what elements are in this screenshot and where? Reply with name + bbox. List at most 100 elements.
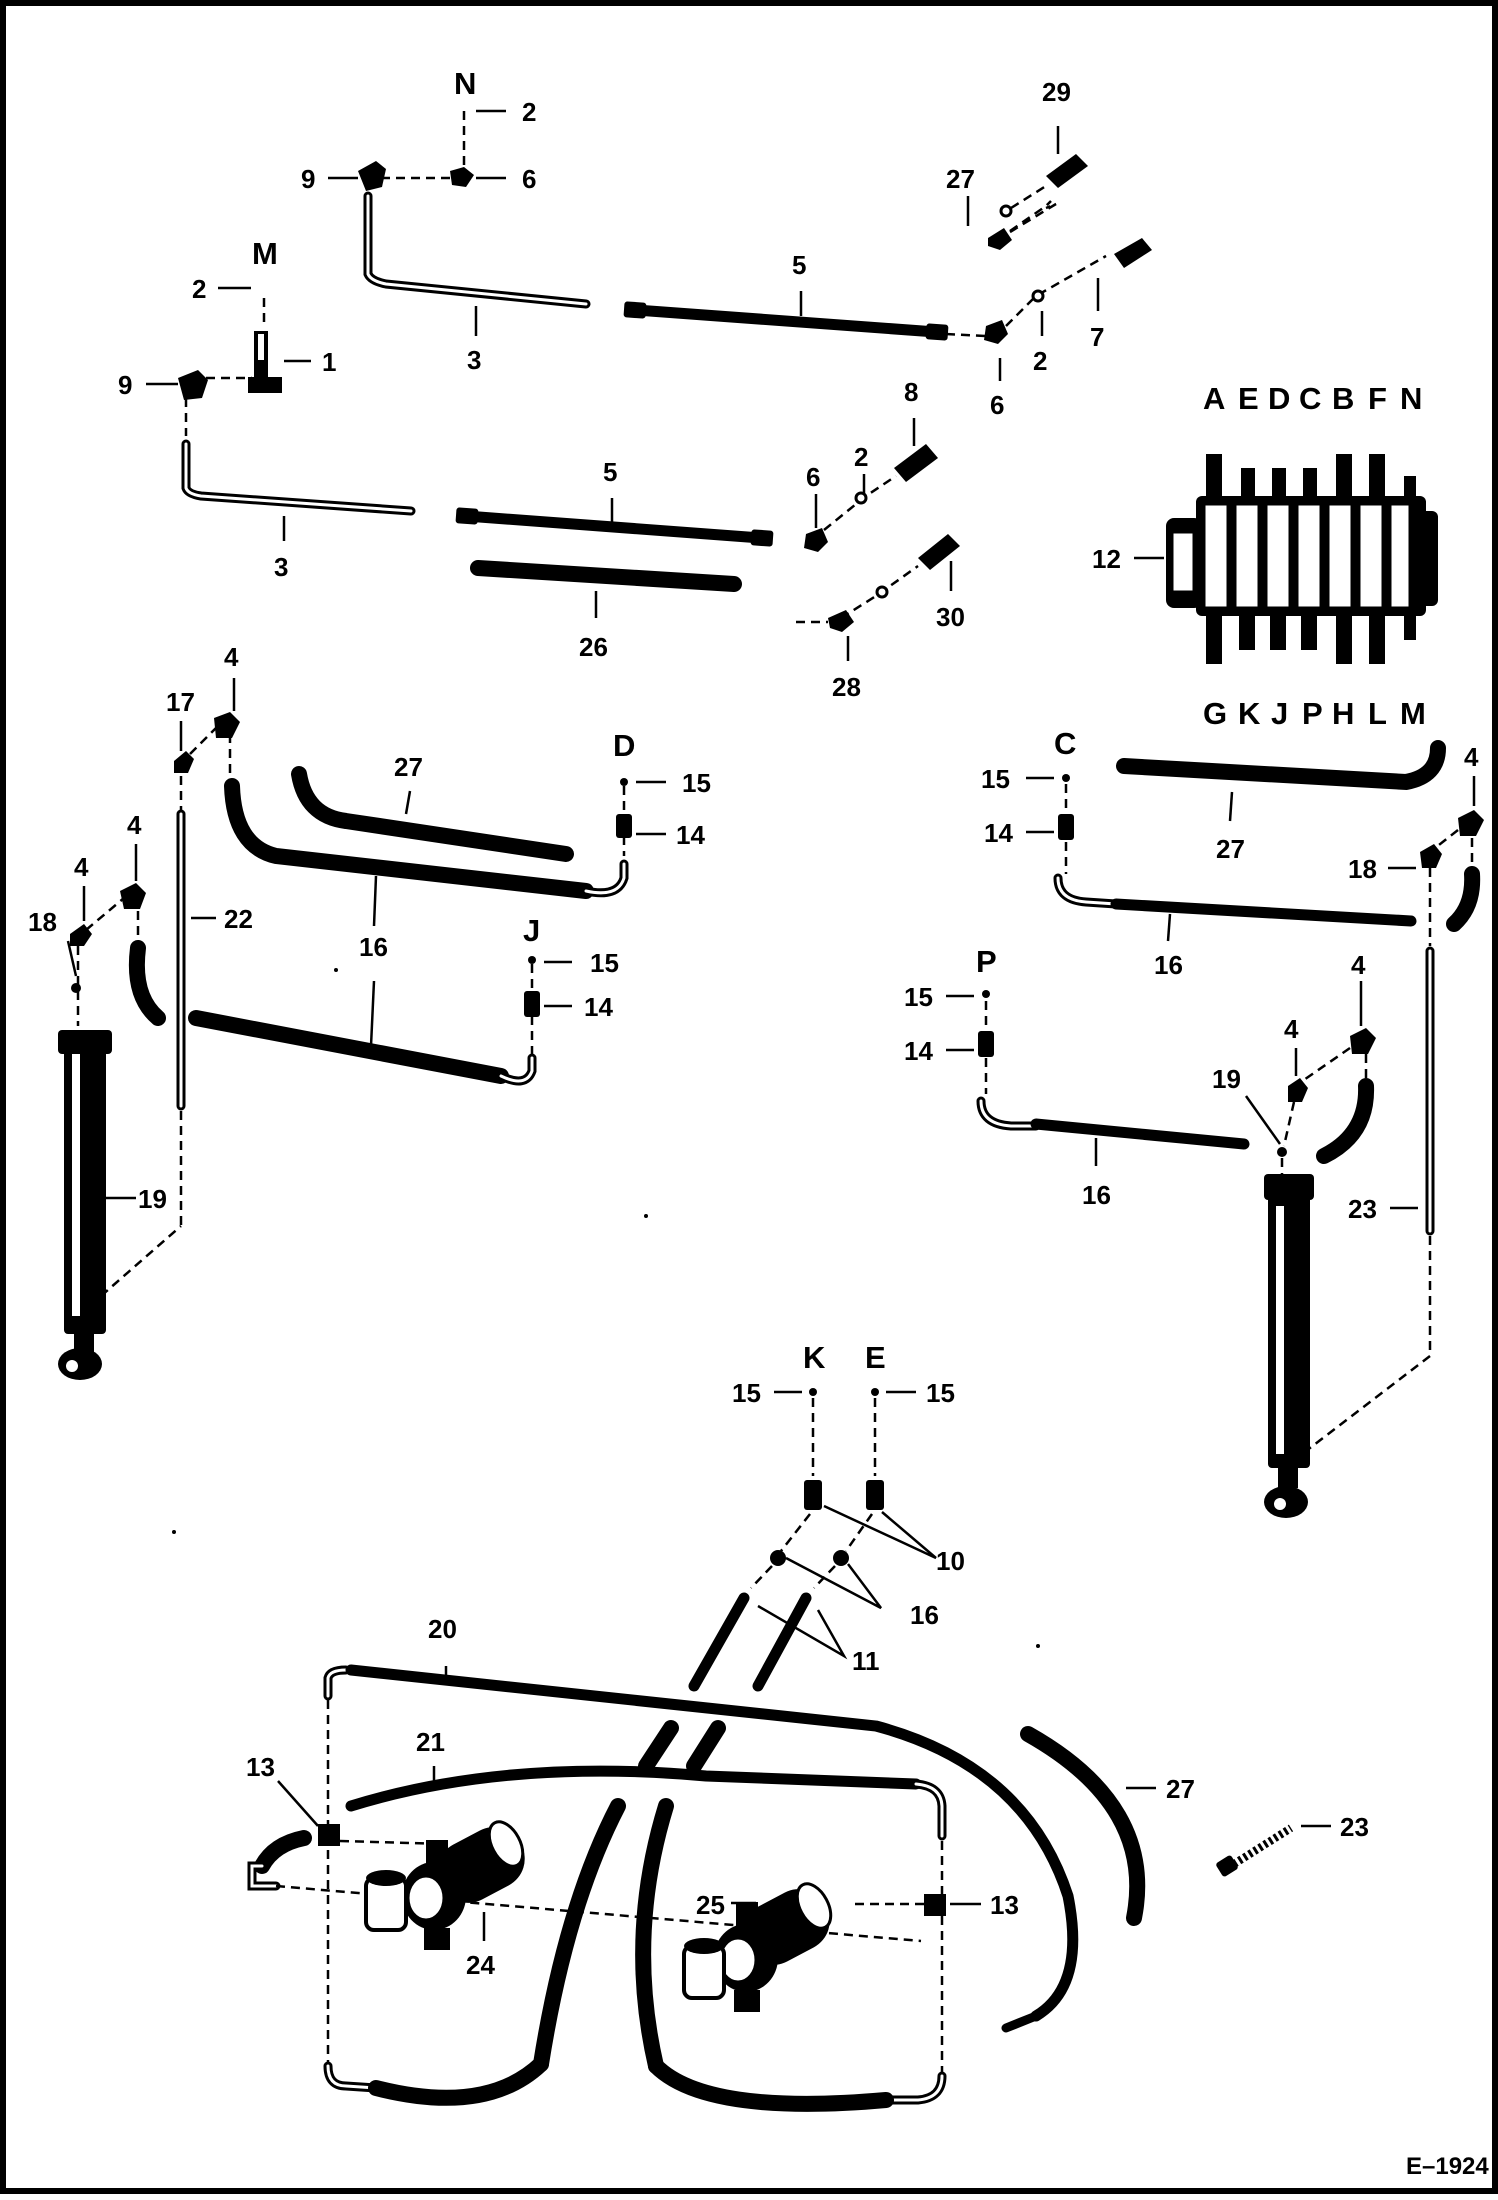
left-cylinder-group (58, 712, 240, 1380)
cylinder-right-pin (1274, 1498, 1286, 1510)
tube-16-right-lower-elbow-hl (979, 1099, 1038, 1128)
stub-bot-M (1404, 614, 1416, 640)
stub-top-A (1206, 454, 1222, 498)
motor-25-left-port-top (426, 1840, 448, 1864)
hose-11-K (688, 1592, 750, 1692)
callout-23: 23 (1348, 1194, 1377, 1224)
fitting-14-P (978, 1031, 994, 1057)
tube-16-right-upper-elbow (1053, 873, 1121, 909)
valve-port-letters-bottom: G K J P H L M (1203, 696, 1426, 731)
callout-30: 30 (936, 602, 965, 632)
callout-2: 2 (522, 97, 536, 127)
callout-22: 20 (428, 1614, 457, 1644)
o-ring-28-30 (875, 585, 889, 599)
section-2 (1233, 502, 1261, 610)
lead-19a (66, 940, 78, 977)
orifice-19-right (1277, 1147, 1287, 1157)
callout-14: 14 (904, 1036, 933, 1066)
valve-port-top: F (1368, 381, 1387, 416)
hydraulic-diagram: A E D C B F N G K J P H L M (28, 66, 1489, 2180)
tube-3-upper (363, 191, 591, 309)
fitting-14-J (524, 991, 540, 1017)
o-ring-15-D (620, 778, 628, 786)
speck (1036, 1644, 1040, 1648)
hose-27-left (291, 766, 574, 862)
dash-4-18-right (1429, 829, 1459, 853)
section-6 (1357, 502, 1385, 610)
hose-21 (345, 1765, 922, 1812)
dash-6-7 (1005, 254, 1107, 327)
callout-2: 2 (192, 274, 206, 304)
cylinder-20-pin (66, 1360, 78, 1372)
motor-25-right-endface (795, 1882, 833, 1930)
orifice-19-left (71, 983, 81, 993)
callout-15: 15 (904, 982, 933, 1012)
hose-left-bottom-hl (326, 2064, 378, 2090)
port-letter-M: M (252, 236, 278, 271)
cylinder-right-highlight (1276, 1206, 1284, 1454)
stub-bot-P (1301, 614, 1317, 650)
callout-14: 14 (676, 820, 705, 850)
hose-5-lower-end-a (455, 507, 479, 525)
cylinder-20-highlight (72, 1046, 80, 1316)
callout-4: 4 (74, 852, 89, 882)
hose-16-left-upper (224, 778, 594, 899)
callout-2: 2 (1033, 346, 1047, 376)
hose-right-bottom (648, 2058, 894, 2112)
tube-16-right-lower-elbow (976, 1096, 1041, 1131)
callout-27: 27 (1166, 1774, 1195, 1804)
callout-19: 19 (1212, 1064, 1241, 1094)
valve-port-top: B (1332, 381, 1354, 416)
callout-9: 9 (118, 370, 132, 400)
lead-16b (369, 980, 376, 1047)
callout-9: 9 (301, 164, 315, 194)
dash-28-30 (840, 564, 919, 620)
adapter-30 (918, 534, 960, 570)
o-ring-15-K (809, 1388, 817, 1396)
hose-left-short (254, 1830, 312, 1874)
lead-27b (1228, 791, 1234, 822)
port-letter-D: D (613, 728, 635, 763)
cylinder-right-rod (1278, 1466, 1298, 1488)
leader-lines (66, 109, 1476, 1941)
valve-port-bottom: K (1238, 696, 1261, 731)
dash-10-17-E (844, 1513, 874, 1552)
motor-25-right-port-top (736, 1902, 758, 1926)
lead-17 (785, 1556, 882, 1610)
tube-left-stub-hl (250, 1864, 278, 1888)
hose-11-E (752, 1592, 812, 1692)
dash-28-29c (1010, 184, 1047, 210)
spring-24 (1216, 1824, 1294, 1877)
hose-11-E-lower (635, 1798, 674, 2074)
motor-25-left-shaft-end (366, 1870, 406, 1886)
stub-bot-K (1239, 614, 1255, 650)
motor-25-right (682, 1882, 833, 2012)
valve-port-bottom: J (1271, 696, 1288, 731)
callout-16: 16 (359, 932, 388, 962)
tube-16-left-upper-elbow-hl (584, 862, 626, 895)
dash-23-cyl-right (1305, 1236, 1432, 1452)
o-ring-15-C (1062, 774, 1070, 782)
tube-3-lower-highlight (184, 442, 413, 513)
callout-29: 29 (1042, 77, 1071, 107)
valve-port-bottom: M (1400, 696, 1426, 731)
callout-5: 5 (603, 457, 617, 487)
tube-16-left-lower-elbow-hl (499, 1056, 534, 1083)
speck (172, 1530, 176, 1534)
valve-port-top: D (1268, 381, 1290, 416)
upper-tube-assembly (358, 111, 1152, 344)
stub-bot-G (1206, 614, 1222, 664)
callout-18: 18 (1348, 854, 1377, 884)
callout-4: 4 (1351, 950, 1366, 980)
stub-top-F (1369, 454, 1385, 498)
valve-sections (1202, 502, 1412, 610)
stub-top-E (1241, 468, 1255, 498)
elbow-fitting-4-right-low (1288, 1078, 1308, 1102)
tee-fitting-1 (248, 331, 282, 393)
hose-11-E-break-a (686, 1720, 726, 1774)
cylinder-20-clevis (58, 1348, 102, 1380)
callout-27: 27 (1216, 834, 1245, 864)
valve-right-endcap (1406, 511, 1438, 606)
elbow-fitting-4-top (214, 712, 240, 738)
